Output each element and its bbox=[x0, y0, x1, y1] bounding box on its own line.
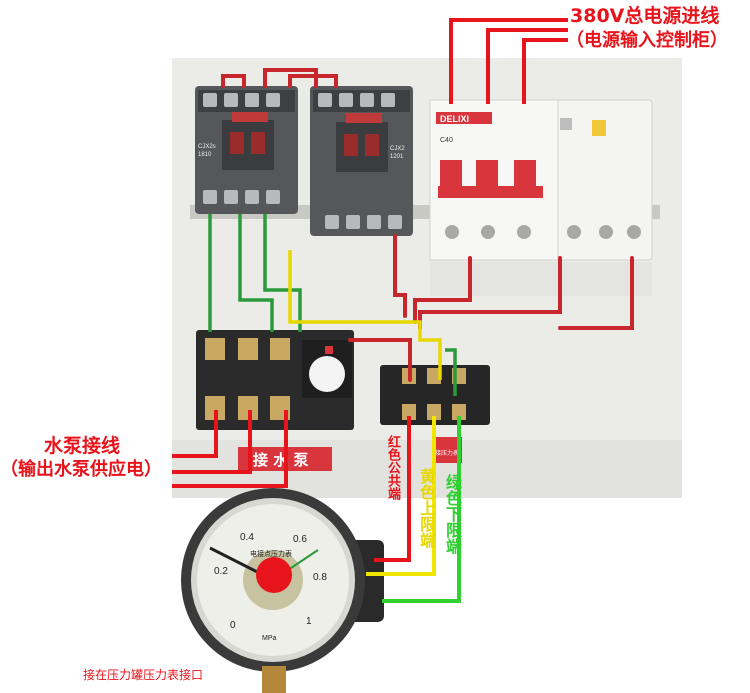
gauge-unit: MPa bbox=[262, 635, 277, 642]
thermal-relay bbox=[196, 330, 354, 430]
pump-subtitle: （输出水泵供应电） bbox=[0, 459, 162, 480]
internal-yellow-wire bbox=[288, 250, 442, 380]
pump-plate-text: 接 水 泵 bbox=[253, 451, 308, 469]
gauge-tick-3: 0.6 bbox=[293, 534, 307, 545]
gauge-port-label: 接在压力罐压力表接口 bbox=[83, 668, 204, 682]
green-lower-label: 绿色下限端 bbox=[443, 474, 462, 554]
contactor-right bbox=[310, 86, 413, 236]
wire-red-common bbox=[374, 416, 411, 562]
yellow-upper-label: 黄色上限端 bbox=[417, 468, 436, 548]
breaker-rating: C40 bbox=[440, 137, 453, 144]
circuit-breaker bbox=[429, 99, 653, 296]
gauge-tick-4: 0.8 bbox=[313, 572, 327, 583]
wire-yellow-upper bbox=[366, 416, 436, 576]
red-common-label: 红色公共端 bbox=[385, 435, 400, 500]
contactor-left bbox=[195, 86, 298, 214]
contactor-left-model: CJX2s bbox=[198, 144, 216, 150]
contactor-left-rating: 1810 bbox=[198, 152, 212, 158]
pump-title: 水泵接线 bbox=[44, 435, 121, 457]
gauge-tick-5: 1 bbox=[306, 616, 312, 627]
gauge-tick-0: 0 bbox=[230, 620, 236, 631]
main-power-title: 380V总电源进线 bbox=[570, 5, 720, 27]
internal-green-wires bbox=[208, 214, 457, 396]
pressure-gauge bbox=[181, 488, 384, 693]
terminal-block bbox=[380, 365, 490, 425]
internal-red-wires bbox=[221, 68, 634, 382]
gauge-face-text: 电接点压力表 bbox=[250, 549, 292, 558]
contactor-right-model: CJX2 bbox=[390, 146, 405, 152]
breaker-brand: DELIXI bbox=[440, 114, 469, 124]
contactor-right-rating: 1201 bbox=[390, 154, 404, 160]
gauge-tick-2: 0.4 bbox=[240, 532, 254, 543]
main-power-leaders bbox=[449, 18, 568, 104]
gauge-plate-text: 接压力表 bbox=[435, 449, 459, 457]
wire-green-lower bbox=[382, 416, 461, 603]
pump-output-leaders bbox=[172, 410, 288, 488]
gauge-tick-1: 0.2 bbox=[214, 566, 228, 577]
main-power-subtitle: （电源输入控制柜） bbox=[566, 30, 728, 51]
